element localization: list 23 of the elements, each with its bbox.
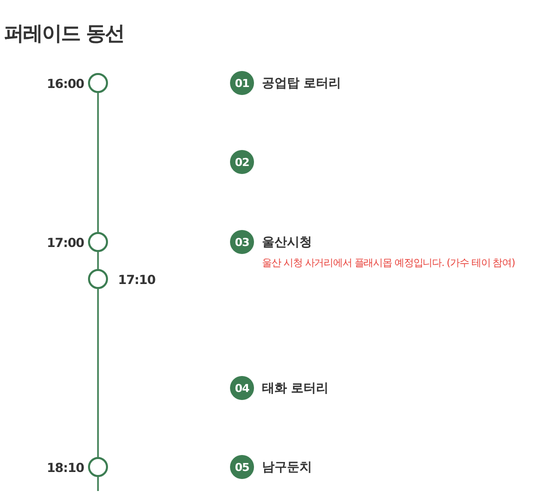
timeline-line (97, 289, 99, 457)
note-text: 울산 시청 사거리에서 플래시몹 예정입니다. (가수 테이 참여) (262, 257, 515, 270)
timeline-line (97, 477, 99, 491)
number-badge: 04 (230, 376, 254, 400)
stop-name: 공업탑 로터리 (262, 74, 341, 92)
timeline-line (97, 93, 99, 232)
time-label: 17:00 (46, 234, 84, 250)
timeline-circle (88, 232, 108, 252)
number-badge: 02 (230, 150, 254, 174)
title: 퍼레이드 동선 (4, 20, 124, 47)
timeline-line (97, 252, 99, 269)
timeline-circle (88, 73, 108, 93)
stop-name: 울산시청 (262, 234, 312, 250)
number-badge: 01 (230, 71, 254, 95)
number-badge: 03 (230, 230, 254, 254)
stop-name: 남구둔치 (262, 458, 312, 476)
time-label: 16:00 (46, 76, 84, 90)
number-badge: 05 (230, 455, 254, 479)
timeline-circle (88, 457, 108, 477)
timeline-circle (88, 269, 108, 289)
time-label: 17:10 (118, 272, 156, 286)
stop-name: 태화 로터리 (262, 380, 328, 396)
time-label: 18:10 (46, 460, 84, 474)
